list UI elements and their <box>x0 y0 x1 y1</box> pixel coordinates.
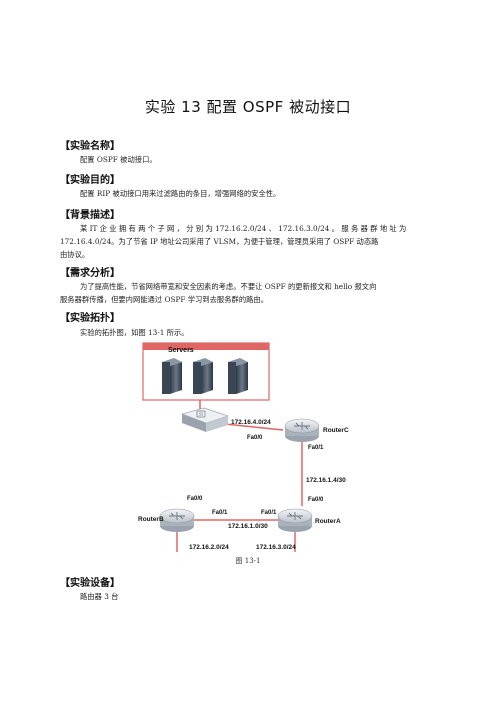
switch-icon <box>181 407 229 432</box>
equipment-text: 路由器 3 台 <box>80 592 119 601</box>
routerc-fa00-label: Fa0/0 <box>247 435 263 441</box>
heading-requirements: 【需求分析】 <box>60 268 120 279</box>
routera-fa01-label: Fa0/1 <box>261 510 277 516</box>
net-b-lan-label: 172.16.2.0/24 <box>189 544 229 551</box>
topology-text: 实验的拓扑图，如图 13-1 所示。 <box>80 328 189 337</box>
net-switch-c-label: 172.16.4.0/24 <box>231 419 271 426</box>
page-title: 实验 13 配置 OSPF 被动接口 <box>144 98 352 116</box>
link-switch-routerc <box>224 423 284 431</box>
heading-experiment-name: 【实验名称】 <box>60 141 120 152</box>
heading-equipment: 【实验设备】 <box>60 578 120 589</box>
experiment-purpose-text: 配置 RIP 被动接口用来过滤路由的条目，增强网络的安全性。 <box>80 189 281 198</box>
net-b-a-label: 172.16.1.0/30 <box>228 523 268 530</box>
requirements-line-1: 为了提高性能，节省网络带宽和安全因素的考虑。不要让 OSPF 的更新报文和 he… <box>80 282 377 291</box>
heading-topology: 【实验拓扑】 <box>60 313 120 324</box>
server-icon <box>228 358 248 394</box>
routera-fa00-label: Fa0/0 <box>308 497 324 503</box>
router-b-label: RouterB <box>138 516 164 523</box>
net-c-a-label: 172.16.1.4/30 <box>306 477 346 484</box>
router-a-label: RouterA <box>315 518 341 525</box>
experiment-name-text: 配置 OSPF 被动接口。 <box>80 155 157 164</box>
router-a-icon <box>277 508 313 532</box>
background-line-2: 172.16.4.0/24。为了节省 IP 地址公司采用了 VLSM，为便于管理… <box>60 237 379 246</box>
servers-group-header <box>143 343 269 350</box>
heading-experiment-purpose: 【实验目的】 <box>60 175 120 186</box>
server-icon <box>193 358 213 394</box>
servers-label: Servers <box>168 347 194 354</box>
routerb-fa00-label: Fa0/0 <box>187 496 203 502</box>
server-icon <box>162 358 182 394</box>
background-line-3: 由协议。 <box>60 250 90 259</box>
figure-caption: 图 13-1 <box>235 557 261 565</box>
topology-diagram: Servers <box>138 342 349 552</box>
requirements-line-2: 服务器群传播，但要内网能通过 OSPF 学习到去服务群的路由。 <box>60 295 269 304</box>
router-c-label: RouterC <box>323 427 349 434</box>
router-c-icon <box>284 418 320 442</box>
net-a-lan-label: 172.16.3.0/24 <box>256 544 296 551</box>
router-b-icon <box>159 508 195 532</box>
routerb-fa01-label: Fa0/1 <box>212 510 228 516</box>
heading-background: 【背景描述】 <box>60 210 120 221</box>
background-line-1: 某 IT 企 业 拥 有 两 个 子 网 ， 分 别 为 172.16.2.0/… <box>80 224 407 233</box>
routerc-fa01-label: Fa0/1 <box>308 445 324 451</box>
